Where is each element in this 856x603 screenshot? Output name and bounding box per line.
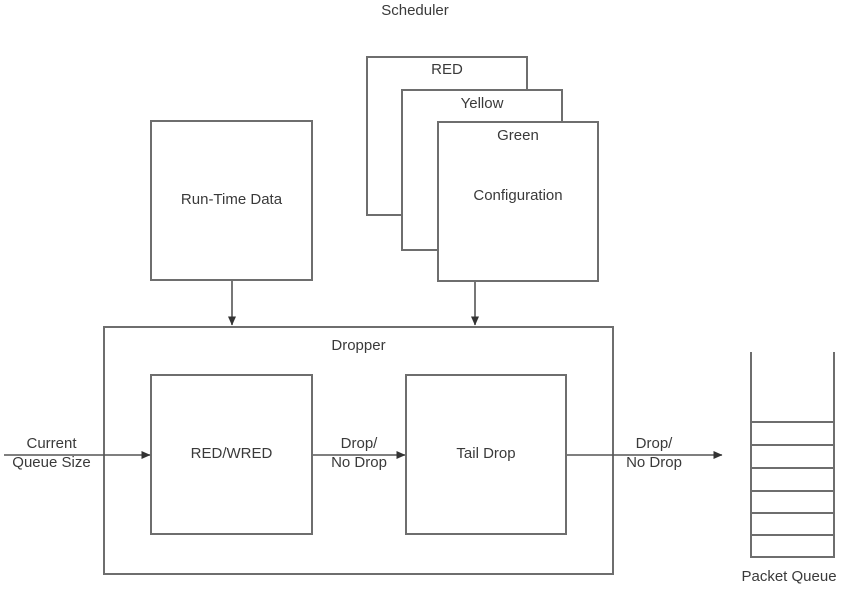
scheduler-layer-green-box[interactable] (437, 121, 599, 282)
output-edge-label: Drop/ No Drop (626, 435, 682, 471)
scheduler-title: Scheduler (381, 2, 449, 19)
dropper-label: Dropper (331, 337, 386, 354)
stage-red-wred-box[interactable] (150, 374, 313, 535)
stage-tail-drop-label: Tail Drop (456, 445, 516, 462)
scheduler-layer-yellow-label: Yellow (460, 95, 504, 112)
scheduler-layer-green-label: Green (497, 127, 539, 144)
packet-queue-label: Packet Queue (741, 568, 837, 585)
run-time-data-box[interactable] (150, 120, 313, 281)
stage-red-wred-label: RED/WRED (190, 445, 273, 462)
scheduler-layer-red-label: RED (431, 61, 463, 78)
input-edge-label: Current Queue Size (12, 435, 91, 471)
configuration-label: Configuration (473, 187, 563, 204)
packet-queue-shape[interactable] (750, 352, 835, 558)
mid-edge-label: Drop/ No Drop (331, 435, 387, 471)
run-time-data-label: Run-Time Data (180, 191, 283, 208)
stage-tail-drop-box[interactable] (405, 374, 567, 535)
